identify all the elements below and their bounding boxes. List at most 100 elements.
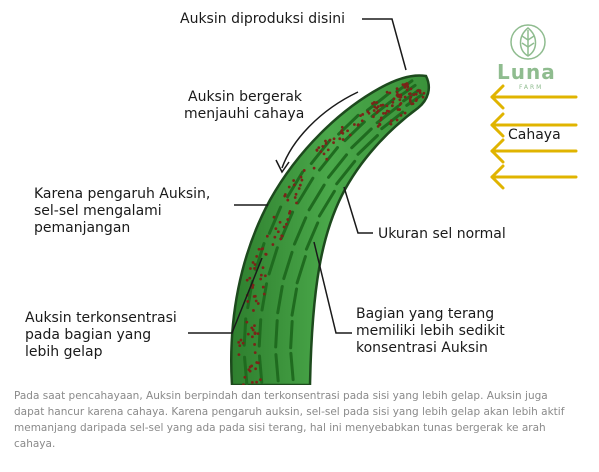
auxin-dot bbox=[253, 324, 256, 328]
auxin-dot bbox=[414, 99, 418, 102]
auxin-dot bbox=[288, 211, 291, 215]
cell-wall bbox=[296, 176, 315, 205]
auxin-dot bbox=[253, 331, 257, 335]
auxin-dot bbox=[276, 230, 280, 234]
auxin-dot bbox=[328, 138, 332, 142]
logo-sub: FARM bbox=[519, 84, 544, 91]
auxin-dot bbox=[408, 92, 411, 96]
cell-wall bbox=[267, 205, 283, 235]
auxin-dot bbox=[264, 252, 268, 256]
auxin-dot bbox=[261, 266, 265, 270]
auxin-dot bbox=[382, 111, 385, 115]
auxin-dot bbox=[385, 104, 389, 108]
auxin-dot bbox=[408, 97, 412, 101]
cell-wall bbox=[260, 282, 269, 312]
label-elongation-2: sel-sel mengalami bbox=[34, 203, 162, 219]
auxin-dot bbox=[237, 340, 241, 344]
leaf-logo-icon bbox=[510, 24, 546, 60]
auxin-dot bbox=[408, 99, 412, 103]
cell-wall bbox=[289, 320, 294, 350]
label-bright-2: memiliki lebih sedikit bbox=[356, 323, 505, 339]
auxin-dot bbox=[395, 87, 399, 91]
auxin-dot bbox=[302, 169, 306, 172]
auxin-dot bbox=[248, 369, 252, 373]
shoot-illustration bbox=[188, 18, 578, 385]
auxin-dot bbox=[255, 254, 259, 258]
cell-wall bbox=[257, 318, 263, 348]
auxin-dot bbox=[262, 292, 266, 296]
label-normal-size: Ukuran sel normal bbox=[378, 226, 506, 242]
auxin-dot bbox=[249, 267, 252, 270]
auxin-dot bbox=[312, 166, 316, 170]
auxin-dot bbox=[392, 97, 396, 101]
auxin-dot bbox=[416, 89, 420, 93]
label-elongation-1: Karena pengaruh Auksin, bbox=[34, 186, 211, 202]
cell-wall bbox=[290, 287, 299, 317]
auxin-dot bbox=[250, 335, 254, 339]
auxin-dot bbox=[398, 98, 402, 102]
auxin-dot bbox=[271, 243, 275, 246]
label-moves-away-1: Auksin bergerak bbox=[188, 89, 303, 105]
auxin-dot bbox=[250, 326, 254, 330]
auxin-dot bbox=[315, 148, 319, 152]
auxin-dot bbox=[340, 129, 344, 132]
auxin-dot bbox=[421, 95, 425, 99]
auxin-dots bbox=[237, 82, 426, 385]
cell-wall bbox=[304, 221, 320, 251]
cell-wall bbox=[274, 319, 279, 349]
auxin-dot bbox=[282, 225, 286, 229]
auxin-dot bbox=[324, 141, 328, 145]
light-arrowhead-3 bbox=[490, 138, 505, 164]
auxin-dot bbox=[325, 157, 329, 161]
cell-wall bbox=[343, 120, 366, 143]
auxin-dot bbox=[403, 111, 407, 115]
light-arrowhead-4 bbox=[490, 164, 505, 190]
leader-concentrated bbox=[188, 257, 263, 334]
auxin-dot bbox=[261, 247, 265, 251]
cell-wall bbox=[257, 354, 264, 384]
auxin-dot bbox=[395, 118, 399, 122]
auxin-dot bbox=[391, 100, 395, 104]
auxin-dot bbox=[245, 320, 249, 324]
auxin-dot bbox=[341, 138, 345, 141]
auxin-dot bbox=[273, 235, 277, 239]
auxin-dot bbox=[352, 123, 356, 126]
auxin-dot bbox=[284, 222, 288, 226]
auxin-dot bbox=[246, 332, 250, 336]
auxin-dot bbox=[378, 122, 381, 126]
cell-wall bbox=[276, 284, 284, 315]
auxin-dot bbox=[379, 116, 383, 120]
auxin-dot bbox=[250, 380, 254, 384]
label-moves-away-2: menjauhi cahaya bbox=[184, 106, 305, 122]
auxin-dot bbox=[360, 119, 364, 123]
movement-arrow bbox=[281, 91, 359, 169]
cell-wall bbox=[335, 159, 357, 186]
auxin-dot bbox=[259, 277, 263, 281]
auxin-dot bbox=[253, 267, 256, 270]
auxin-dot bbox=[403, 95, 407, 99]
auxin-dot bbox=[253, 351, 257, 355]
cell-wall bbox=[292, 216, 308, 246]
auxin-dot bbox=[253, 343, 256, 346]
auxin-dot bbox=[359, 114, 362, 117]
label-elongation-3: pemanjangan bbox=[34, 220, 131, 236]
auxin-dot bbox=[251, 328, 255, 332]
cell-wall bbox=[267, 246, 279, 276]
auxin-dot bbox=[239, 338, 243, 342]
auxin-dot bbox=[256, 332, 260, 336]
auxin-dot bbox=[238, 344, 242, 347]
leader-bright bbox=[313, 241, 352, 334]
label-bright-3: konsentrasi Auksin bbox=[356, 340, 488, 356]
auxin-dot bbox=[257, 247, 261, 251]
auxin-dot bbox=[248, 276, 252, 280]
auxin-dot bbox=[246, 300, 250, 303]
auxin-dot bbox=[294, 192, 298, 196]
auxin-dot bbox=[255, 361, 259, 364]
label-concentrated-3: lebih gelap bbox=[25, 344, 103, 360]
auxin-dot bbox=[298, 183, 302, 187]
auxin-dot bbox=[361, 113, 365, 116]
auxin-dot bbox=[418, 89, 422, 93]
auxin-dot bbox=[248, 365, 252, 369]
auxin-dot bbox=[279, 237, 283, 241]
